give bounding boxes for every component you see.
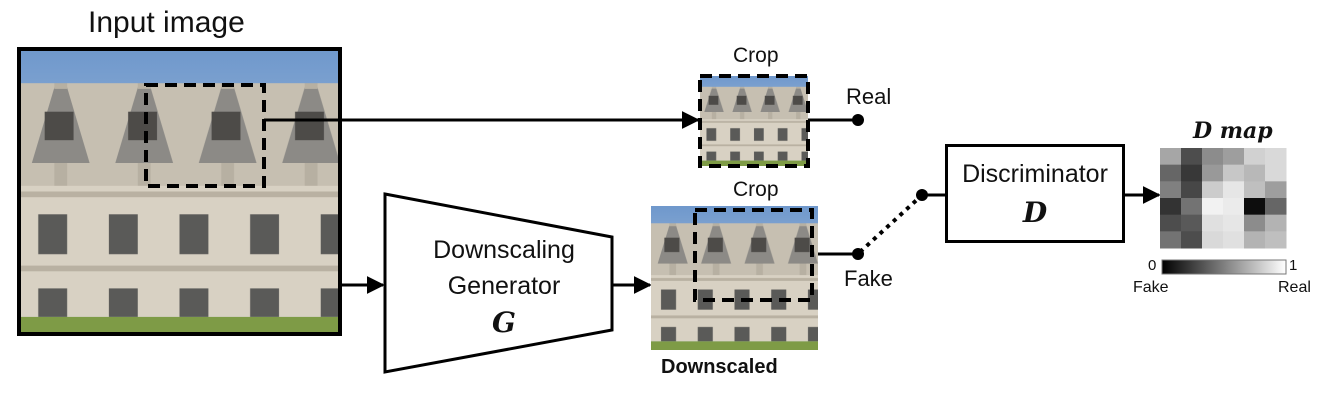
colorbar-min-value: 0 <box>1148 257 1157 274</box>
dmap-cell <box>1202 198 1224 216</box>
dmap-cell <box>1160 148 1182 166</box>
dmap-cell <box>1181 181 1203 199</box>
dmap-cell <box>1160 231 1182 249</box>
dmap-cell <box>1181 148 1203 166</box>
real-crop-image <box>698 74 810 168</box>
dmap-cell <box>1202 231 1224 249</box>
input-image <box>17 47 342 336</box>
colorbar-fake-label: Fake <box>1133 279 1169 296</box>
generator-block <box>383 192 614 374</box>
generator-label-line1: Downscaling <box>433 236 575 264</box>
dmap-cell <box>1223 214 1245 232</box>
input-crop-box <box>144 83 266 188</box>
dmap-cell <box>1265 148 1287 166</box>
colorbar-max-value: 1 <box>1289 257 1298 274</box>
dmap-cell <box>1181 214 1203 232</box>
crop-label-top: Crop <box>733 44 779 67</box>
generator-label-line2: Generator <box>447 272 561 300</box>
dmap-cell <box>1160 214 1182 232</box>
dmap-cell <box>1202 214 1224 232</box>
dmap-cell <box>1244 214 1266 232</box>
downscaled-label: Downscaled <box>661 356 778 378</box>
dmap-cell <box>1244 231 1266 249</box>
switch-dotted <box>858 194 923 254</box>
dmap-grid <box>1160 148 1287 249</box>
dmap-cell <box>1223 181 1245 199</box>
downscaled-crop-box <box>693 208 814 302</box>
dmap-cell <box>1265 164 1287 182</box>
dmap-cell <box>1181 231 1203 249</box>
crop-label-bottom: Crop <box>733 178 779 201</box>
dmap-cell <box>1265 214 1287 232</box>
dmap-cell <box>1265 181 1287 199</box>
dmap-cell <box>1244 148 1266 166</box>
real-label: Real <box>846 84 892 109</box>
dmap-cell <box>1223 164 1245 182</box>
dmap-cell <box>1202 148 1224 166</box>
dmap-cell <box>1244 181 1266 199</box>
dmap-cell <box>1244 164 1266 182</box>
downscaled-image <box>651 206 818 350</box>
real-node <box>852 114 864 126</box>
discriminator-block <box>945 144 1125 243</box>
dmap-cell <box>1223 231 1245 249</box>
dmap-cell <box>1160 181 1182 199</box>
dmap-title: D map <box>1193 118 1273 144</box>
dmap-cell <box>1223 198 1245 216</box>
dmap-cell <box>1244 198 1266 216</box>
dmap-cell <box>1202 181 1224 199</box>
generator-symbol: G <box>492 306 516 339</box>
dmap-cell <box>1265 198 1287 216</box>
dmap-cell <box>1202 164 1224 182</box>
discriminator-symbol: D <box>1022 196 1048 229</box>
dmap-cell <box>1223 148 1245 166</box>
dmap-cell <box>1181 164 1203 182</box>
dmap-cell <box>1160 164 1182 182</box>
input-image-title: Input image <box>88 6 245 39</box>
dmap-cell <box>1265 231 1287 249</box>
fake-label: Fake <box>844 266 893 291</box>
dmap-cell <box>1160 198 1182 216</box>
colorbar-real-label: Real <box>1278 279 1311 296</box>
colorbar <box>1161 259 1287 275</box>
dmap-cell <box>1181 198 1203 216</box>
discriminator-label: Discriminator <box>962 160 1108 188</box>
